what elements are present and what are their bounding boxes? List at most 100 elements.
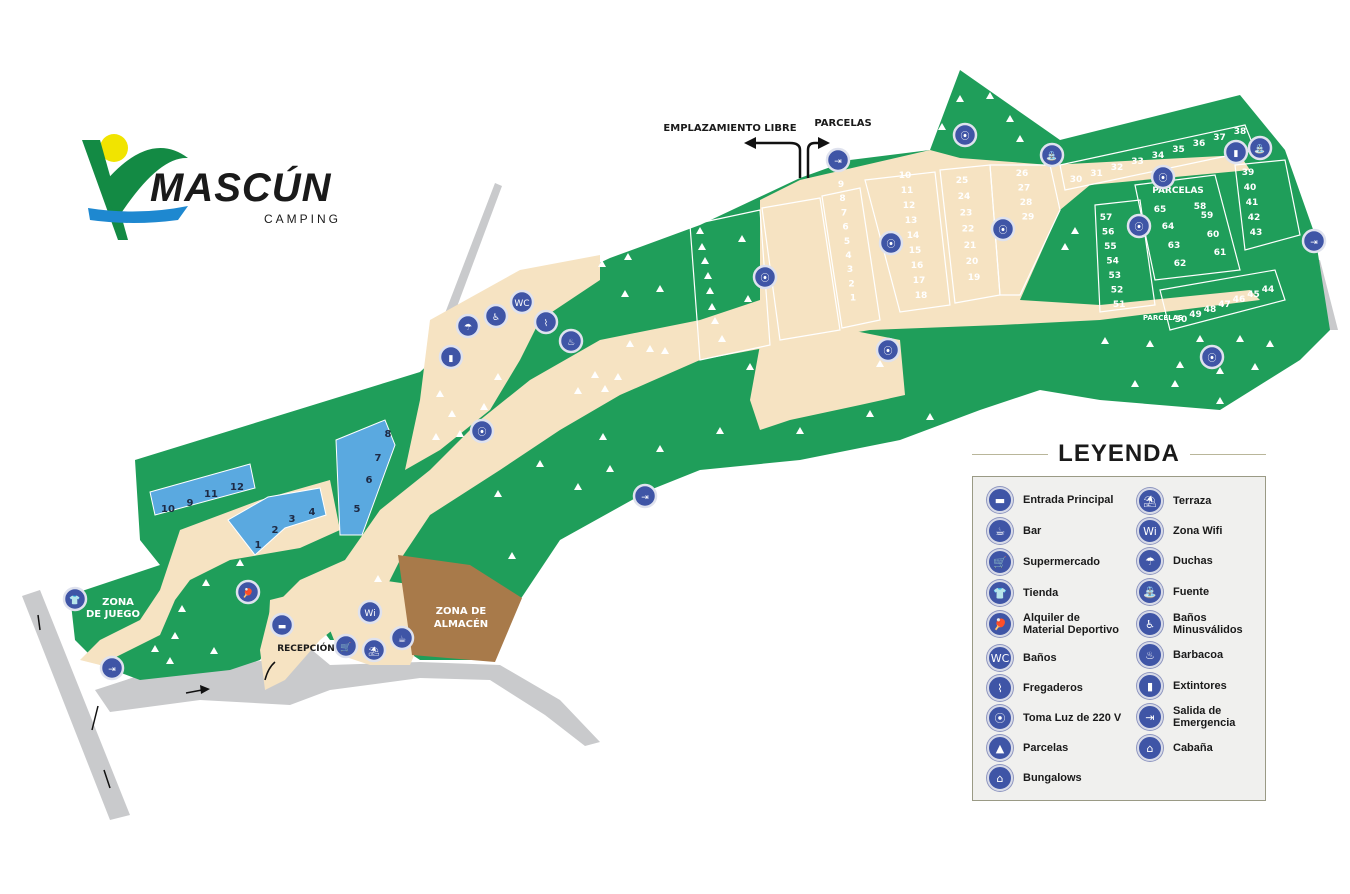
svg-text:⛲: ⛲ bbox=[1046, 150, 1057, 162]
plots-right-label: PARCELAS bbox=[1152, 186, 1204, 196]
plot-number: 30 bbox=[1070, 175, 1083, 185]
power-outlet-icon: ⦿ bbox=[990, 216, 1016, 242]
tent-icon bbox=[646, 345, 654, 352]
plot-number: 22 bbox=[962, 225, 975, 235]
tent-icon bbox=[598, 260, 606, 267]
tent-icon bbox=[956, 95, 964, 102]
legend-label: Alquiler de Material Deportivo bbox=[1023, 612, 1119, 636]
entrance-icon: ▬ bbox=[269, 612, 295, 638]
tent-icon bbox=[432, 433, 440, 440]
svg-text:Wi: Wi bbox=[364, 609, 375, 619]
legend-item: ⌂ Cabaña bbox=[1137, 735, 1213, 761]
tent-icon bbox=[599, 433, 607, 440]
tent-markers bbox=[151, 92, 1274, 664]
plot-number: 20 bbox=[966, 257, 979, 267]
legend-item: ⌇Fregaderos bbox=[987, 675, 1083, 701]
tent-icon bbox=[601, 385, 609, 392]
legend-label: Salida de Emergencia bbox=[1173, 705, 1236, 729]
tent-icon bbox=[738, 235, 746, 242]
svg-text:⦿: ⦿ bbox=[960, 131, 969, 142]
legend-label: Baños Minusválidos bbox=[1173, 612, 1243, 636]
logo-mark bbox=[82, 134, 188, 240]
legend-item: ⛱Terraza bbox=[1137, 488, 1211, 514]
showers-icon: ☂ bbox=[455, 313, 481, 339]
tent-icon bbox=[816, 457, 824, 464]
plot-number: 55 bbox=[1104, 242, 1117, 252]
emergency-exit-icon: ⇥ bbox=[99, 655, 125, 681]
accessible-toilet-icon: ♿ bbox=[1137, 611, 1163, 637]
svg-text:♨: ♨ bbox=[567, 338, 575, 348]
tent-icon bbox=[614, 373, 622, 380]
tent-icon bbox=[1251, 363, 1259, 370]
bungalow-number: 10 bbox=[161, 504, 175, 515]
barbecue-icon: ♨ bbox=[1137, 642, 1163, 668]
power-outlet-icon: ⦿ bbox=[875, 337, 901, 363]
svg-text:👕: 👕 bbox=[69, 595, 80, 606]
plot-number: 63 bbox=[1168, 241, 1181, 251]
bungalow-number: 7 bbox=[375, 453, 382, 464]
plot-number: 53 bbox=[1109, 271, 1122, 281]
tent-icon bbox=[166, 657, 174, 664]
svg-text:♿: ♿ bbox=[492, 313, 500, 323]
play-zone-label-2: DE JUEGO bbox=[86, 609, 140, 620]
tent-icon bbox=[480, 403, 488, 410]
legend-label: Toma Luz de 220 V bbox=[1023, 712, 1122, 724]
svg-text:▮: ▮ bbox=[1234, 149, 1239, 159]
legend-label: Entrada Principal bbox=[1023, 494, 1114, 506]
tent-icon bbox=[708, 303, 716, 310]
tent-icon bbox=[1016, 135, 1024, 142]
plot-number: 42 bbox=[1248, 213, 1261, 223]
tent-icon bbox=[656, 445, 664, 452]
plot-number: 10 bbox=[899, 171, 912, 181]
showers-icon: ☂ bbox=[1137, 548, 1163, 574]
tent-icon bbox=[956, 425, 964, 432]
legend-label: Zona Wifi bbox=[1173, 525, 1223, 537]
svg-text:⦿: ⦿ bbox=[760, 273, 769, 284]
svg-text:⦿: ⦿ bbox=[883, 346, 892, 357]
bar-icon: ☕ bbox=[987, 518, 1013, 544]
legend-item: ▬Entrada Principal bbox=[987, 487, 1113, 513]
legend-label: Tienda bbox=[1023, 587, 1059, 599]
plot-number: 56 bbox=[1102, 228, 1115, 238]
plot-number: 41 bbox=[1246, 198, 1259, 208]
plot-number: 36 bbox=[1193, 139, 1206, 149]
tent-icon bbox=[621, 290, 629, 297]
legend-label: Parcelas bbox=[1023, 742, 1069, 754]
tent-icon bbox=[1216, 397, 1224, 404]
tent-icon bbox=[1146, 340, 1154, 347]
tent-icon bbox=[494, 490, 502, 497]
plot-number: 14 bbox=[907, 231, 920, 241]
plot-number: 27 bbox=[1018, 184, 1031, 194]
tent-icon bbox=[236, 559, 244, 566]
tent-icon bbox=[698, 243, 706, 250]
plot-number: 38 bbox=[1234, 127, 1247, 137]
cabin-icon: ⌂ bbox=[1137, 735, 1163, 761]
tent-icon bbox=[746, 363, 754, 370]
storage-zone bbox=[398, 555, 522, 662]
legend-header: LEYENDA bbox=[972, 440, 1266, 470]
tent-icon bbox=[1061, 243, 1069, 250]
svg-text:🛒: 🛒 bbox=[340, 641, 351, 653]
bungalow-number: 5 bbox=[354, 504, 361, 515]
plot-number: 37 bbox=[1213, 133, 1226, 143]
legend-label: Cabaña bbox=[1173, 742, 1213, 754]
legend-rule-left bbox=[972, 454, 1050, 455]
tent-icon bbox=[448, 410, 456, 417]
power-outlet-icon: ⦿ bbox=[952, 122, 978, 148]
tent-icon bbox=[574, 483, 582, 490]
storage-zone-label-1: ZONA DE bbox=[436, 606, 487, 617]
tent-icon bbox=[1006, 115, 1014, 122]
plot-number: 29 bbox=[1022, 213, 1035, 223]
plot-number: 32 bbox=[1111, 163, 1124, 173]
legend-label: Barbacoa bbox=[1173, 649, 1224, 661]
sinks-icon: ⌇ bbox=[533, 309, 559, 335]
legend-label: Terraza bbox=[1173, 495, 1212, 507]
bungalow-number: 4 bbox=[309, 507, 316, 518]
tent-icon bbox=[494, 373, 502, 380]
plots-icon: ▲ bbox=[987, 735, 1013, 761]
legend-item: ⦿Toma Luz de 220 V bbox=[987, 705, 1121, 731]
legend-item: 🛒Supermercado bbox=[987, 549, 1100, 575]
sport-rental-icon: 🏓 bbox=[987, 611, 1013, 637]
plot-number: 25 bbox=[956, 176, 969, 186]
